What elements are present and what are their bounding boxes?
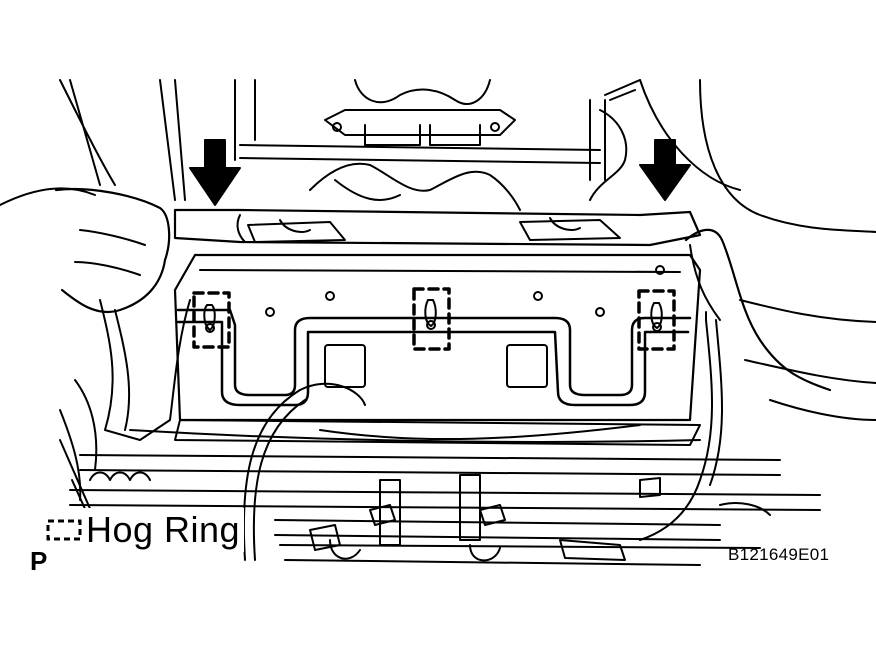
legend: Hog Ring	[46, 508, 245, 552]
hog-ring-left	[192, 291, 231, 349]
view-letter: P	[30, 546, 48, 576]
dashed-square-icon	[46, 519, 82, 541]
hog-ring-right	[637, 289, 676, 351]
arrow-right	[639, 139, 691, 201]
right-hand	[684, 228, 832, 392]
figure-id: B121649E01	[728, 545, 830, 564]
hog-ring-center	[412, 287, 451, 351]
legend-label: Hog Ring	[86, 509, 241, 550]
left-hand	[54, 187, 171, 313]
arrow-left	[189, 139, 241, 206]
